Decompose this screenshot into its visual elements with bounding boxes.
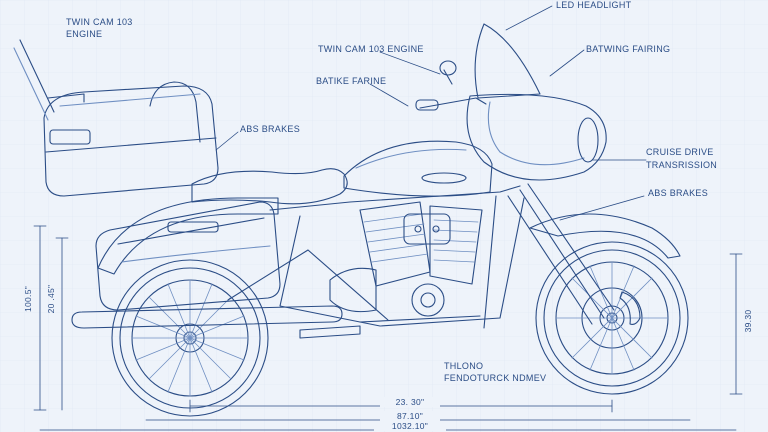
front-fender — [529, 213, 681, 259]
dimension-left-height-inner: 20 .45" — [46, 284, 56, 314]
tour-pak-trunk — [13, 39, 219, 197]
dimension-bottom-3: 1032.10" — [374, 421, 446, 431]
front-wheel — [535, 241, 689, 395]
fuel-tank — [343, 140, 493, 197]
leader-lines — [215, 5, 647, 221]
front-fork — [507, 183, 615, 325]
engine — [329, 201, 483, 323]
label-twin-cam-engine-top: TWIN CAM 103 ENGINE — [66, 17, 133, 39]
dimension-bottom-1: 23. 30" — [380, 397, 440, 407]
label-bottom-note: THLONO FENDOTURCK NDMEV — [444, 361, 547, 383]
label-twin-cam-engine-center: TWIN CAM 103 ENGINE — [318, 44, 424, 54]
label-cruise-drive-transmission: CRUISE DRIVE TRANSRISSION — [646, 147, 718, 170]
dimension-right-height: 39.30 — [743, 309, 753, 333]
label-abs-brakes-right: ABS BRAKES — [648, 188, 709, 198]
rear-fender — [97, 197, 279, 275]
label-abs-brakes-left: ABS BRAKES — [240, 124, 301, 134]
seat — [191, 168, 348, 205]
windshield — [474, 23, 541, 99]
label-led-headlight: LED HEADLIGHT — [556, 0, 632, 10]
dimension-left-height: 100.5" — [23, 285, 33, 313]
label-batwing-fairing: BATWING FAIRING — [586, 44, 671, 54]
saddlebag — [95, 201, 281, 311]
exhaust-pipe — [71, 305, 343, 329]
batwing-fairing — [466, 93, 607, 181]
frame — [227, 185, 525, 329]
dimension-bottom-2: 87.10" — [380, 411, 440, 421]
floorboard — [299, 325, 361, 339]
rear-wheel — [111, 259, 269, 417]
label-batike-farine: BATIKE FARINE — [316, 76, 387, 86]
handlebar — [415, 60, 487, 111]
